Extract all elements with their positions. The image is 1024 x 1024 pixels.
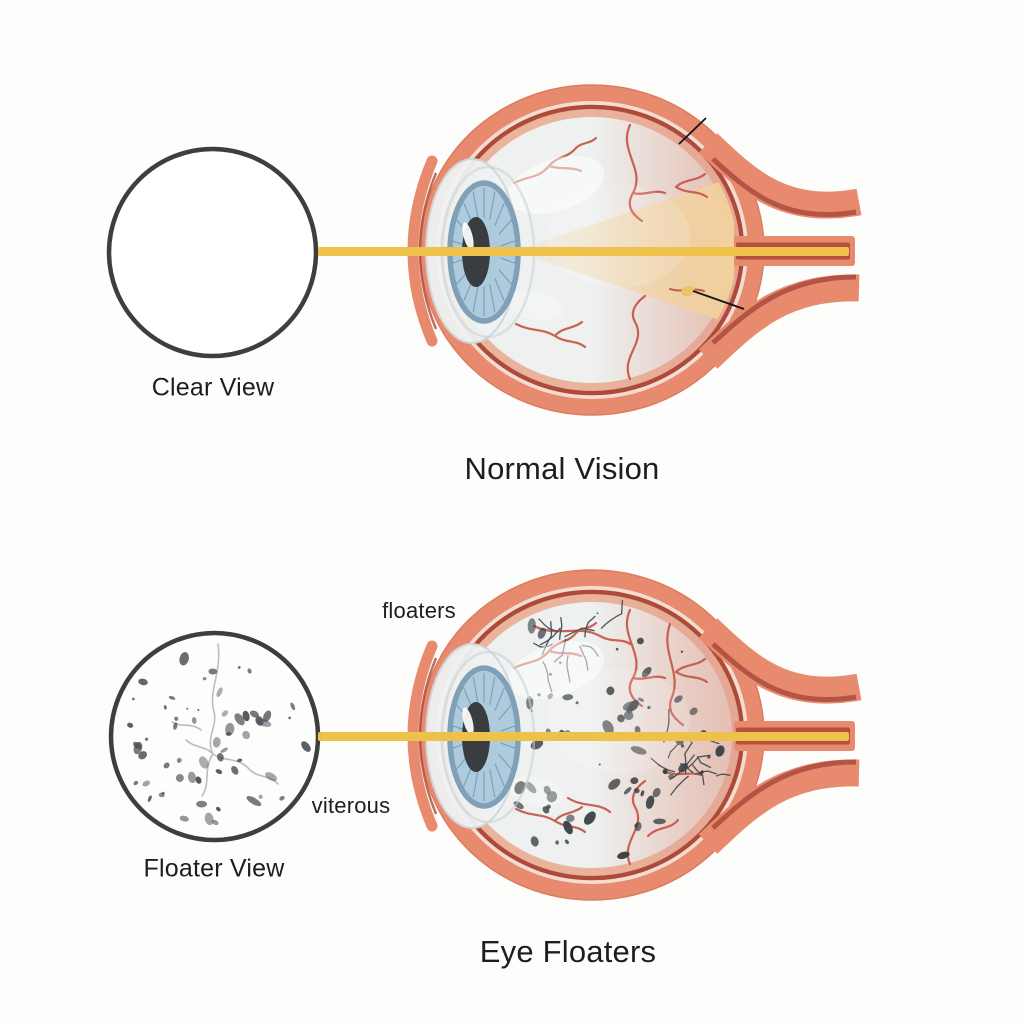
- floater-circle-content: [127, 643, 311, 826]
- pupil-highlight: [462, 707, 474, 735]
- pupil-highlight: [462, 222, 474, 250]
- floater-spots: [506, 612, 730, 860]
- light-ray-top: [318, 247, 849, 256]
- normal-vision-title: Normal Vision: [464, 451, 660, 486]
- macula-spot: [681, 285, 695, 297]
- clear-view-circle: [106, 146, 319, 359]
- floaters-annotation-label: floaters: [382, 598, 456, 623]
- optic-nerve: [698, 133, 862, 369]
- retina-pointer-line: [678, 117, 707, 145]
- vitreous-annotation-label: viterous: [311, 793, 391, 818]
- floater-view-label: Floater View: [143, 854, 285, 883]
- vitreous-highlights: [507, 640, 690, 806]
- clear-view-label: Clear View: [151, 373, 275, 402]
- light-ray-bottom: [318, 732, 849, 741]
- clear-circle-outline: [106, 146, 319, 359]
- floater-circle-spots: [127, 652, 311, 826]
- eye-floaters-title: Eye Floaters: [479, 934, 657, 969]
- macula-pointer-line: [692, 290, 745, 310]
- vitreous-highlights: [507, 155, 690, 321]
